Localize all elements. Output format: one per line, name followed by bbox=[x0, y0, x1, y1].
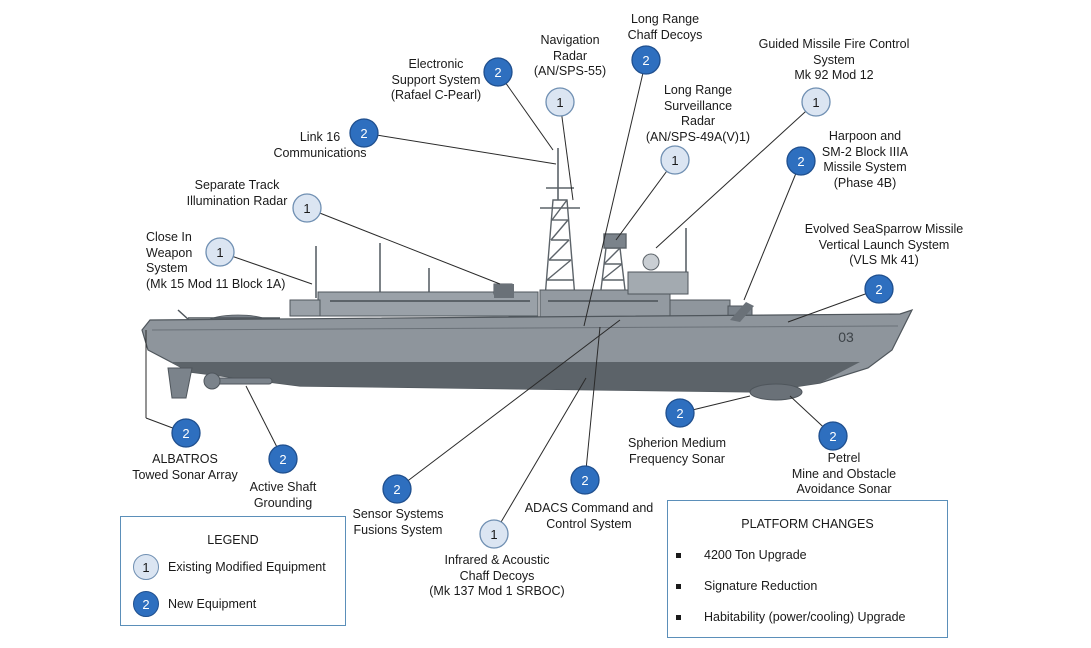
callout-badges: 1 2 2 1 1 2 2 1 1 2 2 2 2 1 2 2 2 bbox=[171, 45, 894, 549]
badge-ir-chaff[interactable]: 1 bbox=[479, 519, 509, 549]
legend-badge-existing: 1 bbox=[133, 554, 159, 580]
rudder-shaft bbox=[167, 367, 273, 399]
badge-long-range-chaff[interactable]: 2 bbox=[631, 45, 661, 75]
badge-albatros[interactable]: 2 bbox=[171, 418, 201, 448]
svg-text:2: 2 bbox=[829, 429, 836, 444]
svg-text:2: 2 bbox=[581, 473, 588, 488]
badge-spherion[interactable]: 2 bbox=[665, 398, 695, 428]
platform-item-label: 4200 Ton Upgrade bbox=[704, 548, 807, 562]
deck-line bbox=[151, 325, 899, 331]
legend: LEGEND 1 Existing Modified Equipment 2 N… bbox=[120, 516, 346, 626]
legend-row-existing: 1 Existing Modified Equipment bbox=[133, 554, 326, 580]
bullet-icon bbox=[676, 583, 681, 589]
svg-text:2: 2 bbox=[360, 126, 367, 141]
svg-text:1: 1 bbox=[303, 201, 310, 216]
superstructure bbox=[289, 271, 753, 321]
bullet-icon bbox=[676, 614, 681, 620]
badge-guided-missile-fc[interactable]: 1 bbox=[801, 87, 831, 117]
badge-navigation-radar[interactable]: 1 bbox=[545, 87, 575, 117]
badge-essm[interactable]: 2 bbox=[864, 274, 894, 304]
svg-text:1: 1 bbox=[490, 527, 497, 542]
legend-label-existing: Existing Modified Equipment bbox=[168, 560, 326, 574]
svg-text:2: 2 bbox=[279, 452, 286, 467]
svg-text:2: 2 bbox=[875, 282, 882, 297]
badge-link16[interactable]: 2 bbox=[349, 118, 379, 148]
badge-shaft-grounding[interactable]: 2 bbox=[268, 444, 298, 474]
svg-text:2: 2 bbox=[393, 482, 400, 497]
ciws-mount bbox=[494, 284, 514, 298]
bullet-icon bbox=[676, 552, 681, 558]
svg-text:1: 1 bbox=[216, 245, 223, 260]
svg-text:2: 2 bbox=[797, 154, 804, 169]
badge-surveillance-radar[interactable]: 1 bbox=[660, 145, 690, 175]
badge-adacs[interactable]: 2 bbox=[570, 465, 600, 495]
badge-separate-track[interactable]: 1 bbox=[292, 193, 322, 223]
platform-changes-title: PLATFORM CHANGES bbox=[741, 517, 874, 531]
platform-item: Signature Reduction bbox=[676, 579, 817, 593]
legend-title: LEGEND bbox=[207, 533, 259, 547]
badge-sensor-fusion[interactable]: 2 bbox=[382, 474, 412, 504]
ship-illustration: 03 bbox=[141, 148, 914, 401]
radar-dome bbox=[642, 253, 660, 271]
lattice-mast bbox=[540, 187, 580, 299]
hull-number: 03 bbox=[838, 329, 854, 345]
platform-item-label: Signature Reduction bbox=[704, 579, 818, 593]
svg-text:2: 2 bbox=[182, 426, 189, 441]
aft-lattice-mast bbox=[599, 233, 627, 299]
harpoon-launcher bbox=[730, 302, 754, 322]
badge-electronic-support[interactable]: 2 bbox=[483, 57, 513, 87]
badge-ciws[interactable]: 1 bbox=[205, 237, 235, 267]
boot-stripe bbox=[170, 362, 860, 392]
svg-text:2: 2 bbox=[676, 406, 683, 421]
superstructure-windows bbox=[330, 300, 658, 302]
svg-text:1: 1 bbox=[556, 95, 563, 110]
leader-lines bbox=[145, 59, 880, 535]
svg-text:2: 2 bbox=[642, 53, 649, 68]
platform-item: 4200 Ton Upgrade bbox=[676, 548, 807, 562]
badge-harpoon[interactable]: 2 bbox=[786, 146, 816, 176]
legend-label-new: New Equipment bbox=[168, 597, 257, 611]
badge-petrel[interactable]: 2 bbox=[818, 421, 848, 451]
platform-item: Habitability (power/cooling) Upgrade bbox=[676, 610, 906, 624]
svg-text:1: 1 bbox=[812, 95, 819, 110]
svg-text:1: 1 bbox=[671, 153, 678, 168]
legend-badge-new: 2 bbox=[133, 591, 159, 617]
legend-row-new: 2 New Equipment bbox=[133, 591, 256, 617]
sonar-dome bbox=[749, 383, 803, 401]
svg-text:2: 2 bbox=[494, 65, 501, 80]
platform-item-label: Habitability (power/cooling) Upgrade bbox=[704, 610, 906, 624]
platform-changes: PLATFORM CHANGES 4200 Ton Upgrade Signat… bbox=[667, 500, 948, 638]
